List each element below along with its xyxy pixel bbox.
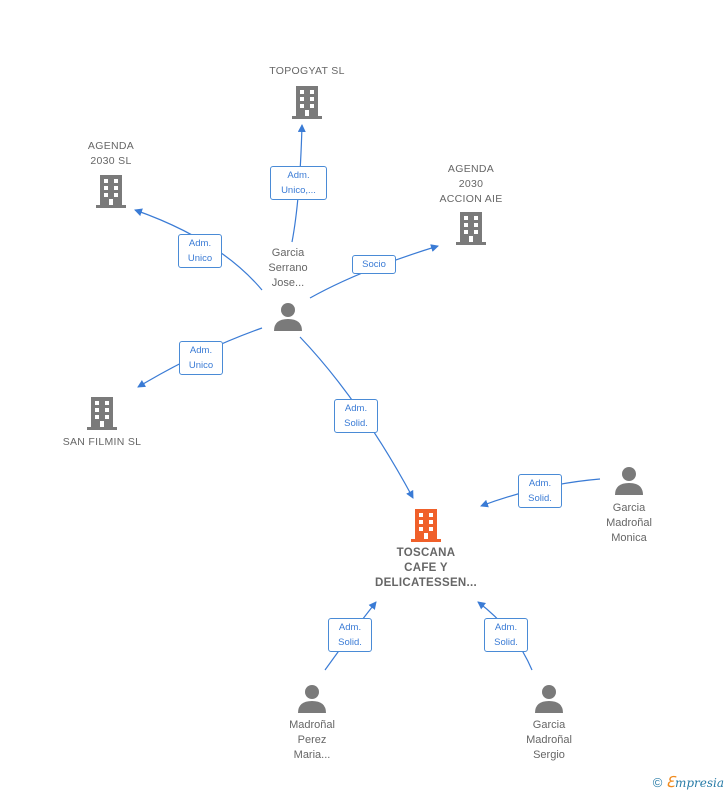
edge-label-san-filmin[interactable]: Adm. Unico <box>179 341 223 375</box>
node-label: TOSCANA CAFE Y DELICATESSEN... <box>374 547 478 589</box>
person-icon <box>274 303 302 331</box>
edge-label-monica-toscana[interactable]: Adm. Solid. <box>518 474 562 508</box>
person-icon <box>615 467 643 495</box>
brand-footer: © ℇmpresia <box>653 773 724 791</box>
building-icon <box>456 212 486 245</box>
node-label: AGENDA 2030 SL <box>87 140 135 167</box>
building-icon <box>96 175 126 208</box>
edge-label-agenda-aie[interactable]: Socio <box>352 255 396 274</box>
node-label: AGENDA 2030 ACCION AIE <box>439 163 503 205</box>
node-label: Garcia Serrano Jose... <box>268 247 308 289</box>
brand-name: mpresia <box>674 776 724 790</box>
building-icon <box>411 509 441 542</box>
person-icon <box>535 685 563 713</box>
copyright-icon: © <box>652 775 663 790</box>
edge-label-maria-toscana[interactable]: Adm. Solid. <box>328 618 372 652</box>
edge-label-jose-toscana[interactable]: Adm. Solid. <box>334 399 378 433</box>
node-label: Garcia Madroñal Sergio <box>526 719 572 761</box>
edge-label-topogyat[interactable]: Adm. Unico,... <box>270 166 327 200</box>
node-label: Madroñal Perez Maria... <box>289 719 335 761</box>
node-label: SAN FILMIN SL <box>62 436 142 448</box>
building-icon <box>292 86 322 119</box>
person-icon <box>298 685 326 713</box>
node-label: TOPOGYAT SL <box>269 65 345 77</box>
edge-label-agenda-sl[interactable]: Adm. Unico <box>178 234 222 268</box>
building-icon <box>87 397 117 430</box>
brand-logo-e: ℇ <box>665 773 675 791</box>
edge-label-sergio-toscana[interactable]: Adm. Solid. <box>484 618 528 652</box>
node-label: Garcia Madroñal Monica <box>606 502 652 544</box>
